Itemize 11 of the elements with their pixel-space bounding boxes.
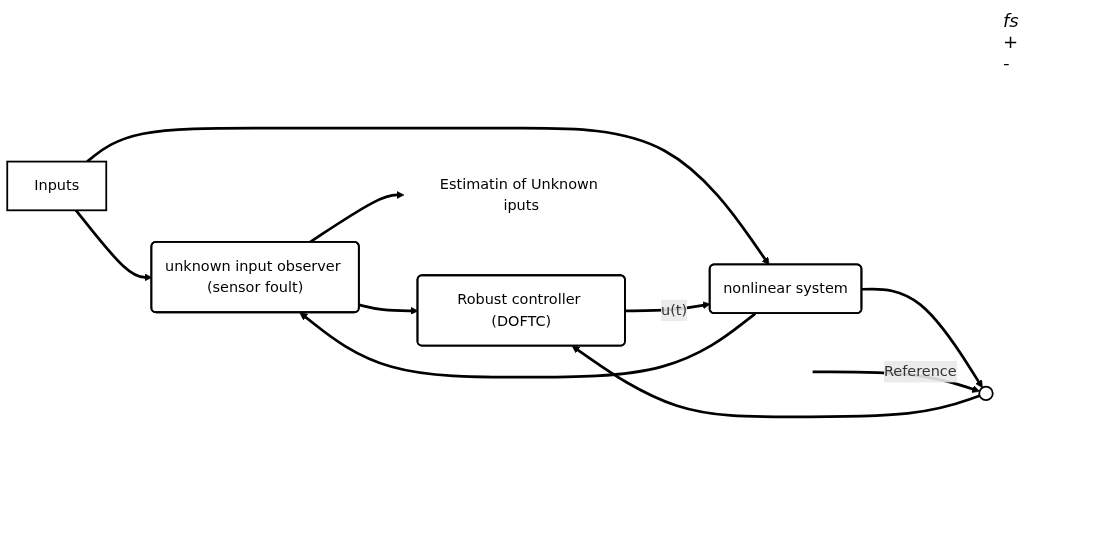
arrow: [861, 287, 983, 388]
node-text: Estimatin of Unknown iputs: [439, 175, 598, 214]
node-circle: [978, 385, 994, 402]
arrow: [299, 312, 757, 379]
arrow: [86, 126, 770, 266]
note-text: -: [1003, 52, 1011, 73]
note-text: +: [1003, 31, 1020, 52]
edge-label: Reference: [883, 362, 957, 380]
node-box: Inputs: [6, 160, 108, 212]
note-text: fs: [1003, 10, 1020, 31]
edge-label: u(t): [661, 301, 688, 319]
